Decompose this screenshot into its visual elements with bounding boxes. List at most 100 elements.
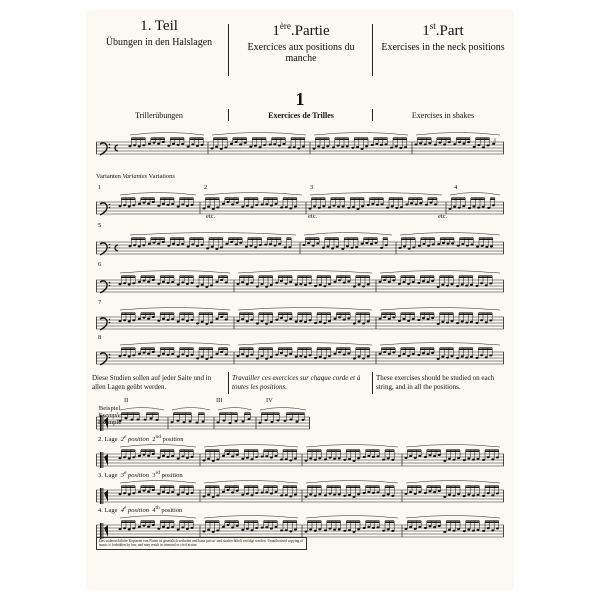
note-head [280, 458, 284, 461]
tenor-clef [104, 525, 108, 537]
note-head [289, 207, 293, 210]
note-head [475, 356, 479, 359]
note-head [317, 145, 321, 148]
note-head [345, 145, 349, 148]
tenor-clef [100, 452, 102, 468]
note-head [489, 245, 493, 248]
note-head [216, 206, 220, 209]
note-head [457, 456, 461, 460]
note-head [157, 242, 161, 245]
note-head [137, 202, 141, 205]
note-head [224, 281, 228, 284]
note-head [284, 282, 288, 285]
note-head [318, 320, 322, 323]
note-head [452, 458, 456, 461]
note-head [149, 417, 153, 420]
note-head [308, 319, 312, 322]
note-head [221, 454, 225, 457]
score-page: 1. Teil Übungen in den Halslagen 1ère.Pa… [86, 10, 514, 590]
note-head [327, 206, 331, 209]
note-head [426, 317, 430, 321]
note-head [294, 283, 298, 286]
note-head [412, 246, 416, 249]
note-head [443, 459, 447, 463]
note-head [118, 527, 122, 531]
note-head [386, 457, 390, 460]
note-head [491, 494, 495, 497]
note-head [457, 141, 461, 144]
note-head [404, 527, 408, 531]
note-head [142, 244, 146, 247]
note-head [190, 281, 194, 284]
note-head [195, 244, 199, 247]
note-head [357, 283, 361, 286]
note-head [441, 355, 445, 358]
note-head [328, 527, 332, 530]
note-head [332, 204, 336, 207]
note-head [260, 319, 264, 323]
note-head [221, 202, 225, 205]
note-head [157, 456, 161, 459]
note-head [352, 530, 356, 534]
note-head [284, 494, 288, 497]
note-head [207, 205, 211, 208]
slur [119, 480, 197, 484]
note-head [142, 453, 146, 456]
slur [415, 132, 501, 136]
title-german: 1. Teil [140, 18, 178, 34]
note-head [284, 354, 288, 357]
note-head [265, 285, 269, 288]
note-head [461, 242, 465, 246]
note-head [465, 244, 469, 247]
note-head [369, 242, 373, 246]
note-head [176, 205, 180, 208]
note-head [181, 242, 185, 246]
header-english: 1st.Part Exercises in the neck positions [374, 18, 512, 53]
note-head [345, 245, 349, 248]
note-head [171, 490, 175, 494]
note-head [249, 145, 253, 148]
string-marker: IV [266, 397, 273, 404]
note-head [378, 317, 382, 320]
note-head [467, 528, 471, 531]
note-head [147, 525, 151, 528]
note-head [279, 351, 283, 355]
note-head [484, 321, 488, 324]
exercise-number: 1 [295, 89, 305, 109]
note-head [391, 494, 395, 498]
slur [119, 342, 231, 346]
note-head [333, 317, 337, 320]
note-head [450, 354, 454, 358]
note-head [171, 317, 175, 321]
note-head [318, 457, 322, 460]
slur [119, 515, 197, 519]
note-head [351, 206, 355, 209]
note-head [137, 490, 141, 493]
note-head [402, 280, 406, 284]
note-head [423, 491, 427, 495]
note-head [282, 142, 286, 146]
note-head [355, 246, 359, 249]
variation-number: 4 [454, 184, 458, 191]
note-head [118, 492, 122, 496]
note-head [166, 491, 170, 495]
note-head [293, 205, 297, 208]
note-head [275, 353, 279, 356]
note-head [258, 421, 262, 424]
slur [449, 192, 501, 196]
note-head [462, 529, 466, 533]
note-head [336, 144, 340, 147]
music-staff [96, 232, 504, 256]
note-head [127, 457, 131, 460]
note-head [376, 526, 380, 529]
note-head [457, 527, 461, 531]
variation-number: 5 [98, 222, 102, 229]
note-head [431, 351, 435, 355]
note-head [331, 146, 335, 149]
note-head [185, 492, 189, 495]
slur [119, 307, 231, 311]
note-head [181, 318, 185, 321]
note-head [255, 455, 259, 459]
note-head [241, 420, 245, 423]
note-head [142, 144, 146, 147]
